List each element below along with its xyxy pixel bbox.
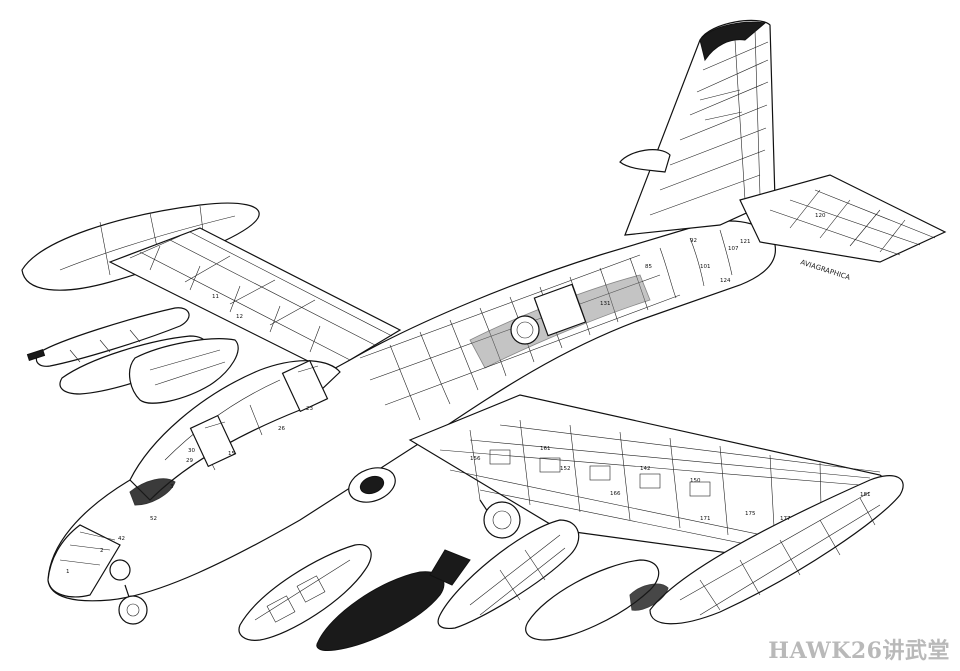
callout-number: 177 [780,516,791,522]
callout-number: 1 [66,569,70,575]
callout-number: 101 [700,264,711,270]
callout-number: 12 [236,314,243,320]
callout-number: 124 [720,278,731,284]
callout-numbers: 1231112152326293042528592101107120121124… [66,213,871,575]
callout-number: 3 [170,484,174,490]
callout-number: 161 [540,446,551,452]
callout-number: 23 [306,406,313,412]
cockpit [129,359,341,506]
callout-number: 181 [860,492,871,498]
callout-number: 30 [188,448,195,454]
callout-number: 42 [118,536,125,542]
callout-number: 107 [728,246,739,252]
watermark: HAWK26讲武堂 [768,638,950,664]
air-intake [348,467,396,503]
callout-number: 142 [640,466,651,472]
left-tip-tank [21,202,260,291]
callout-number: 131 [600,301,611,307]
right-drop-tank [525,559,669,641]
callout-number: 156 [470,456,481,462]
bomb [316,549,471,651]
callout-number: 150 [690,478,701,484]
left-drop-tank [59,335,239,404]
callout-number: 120 [815,213,826,219]
callout-number: 29 [186,458,193,464]
fuselage [47,220,776,602]
callout-number: 85 [645,264,652,270]
callout-number: 152 [560,466,571,472]
nose-section [47,524,131,598]
gun-pack [238,543,372,641]
vertical-tail [624,19,776,236]
callout-number: 52 [150,516,157,522]
right-tip-tank [649,475,904,625]
main-landing-gear [479,499,521,539]
horizontal-stabilizer [619,149,947,263]
callout-number: 11 [212,294,219,300]
callout-number: 15 [228,451,235,457]
callout-number: 175 [745,511,756,517]
callout-number: 26 [278,426,285,432]
left-wing [108,227,402,373]
right-rocket-pod [437,519,580,630]
left-gun-pod [26,307,190,367]
callout-number: 171 [700,516,711,522]
callout-number: 166 [610,491,621,497]
callout-number: 2 [100,548,104,554]
callout-number: 121 [740,239,751,245]
nose-landing-gear [118,584,148,625]
artist-credit: AVIAGRAPHICA [799,258,851,282]
callout-number: 92 [690,238,697,244]
